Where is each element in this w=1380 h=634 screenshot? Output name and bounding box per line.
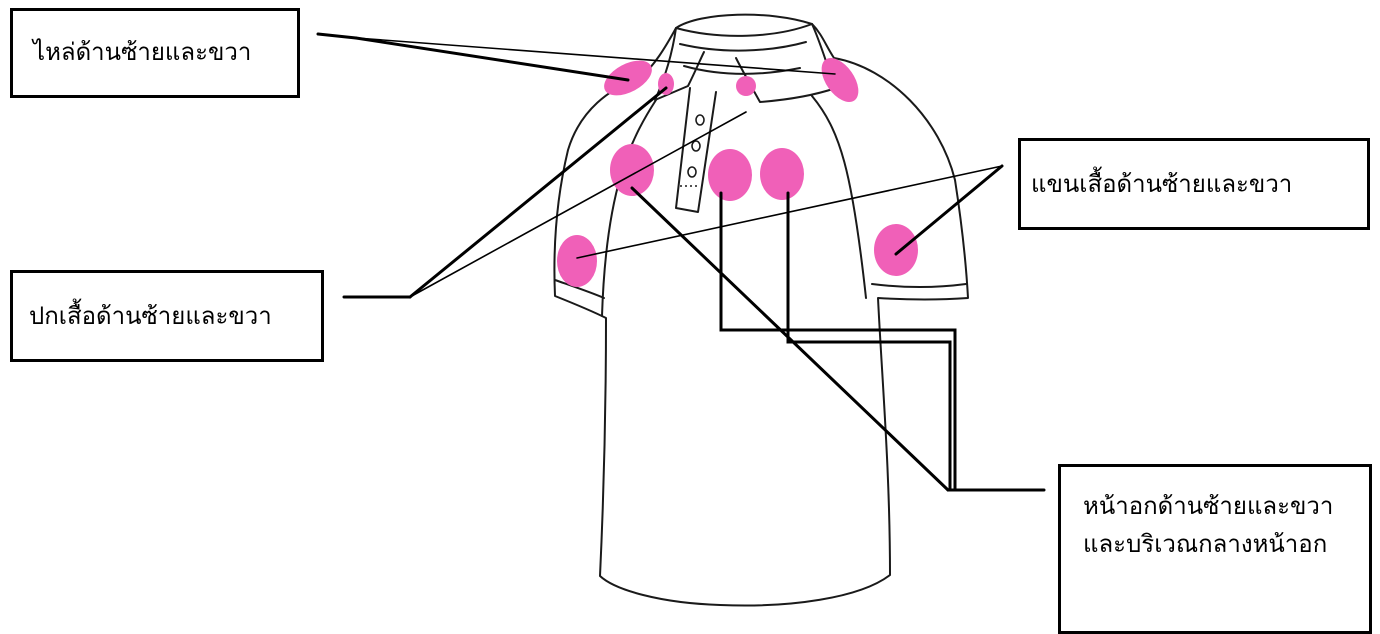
label-collar: ปกเสื้อด้านซ้ายและขวา <box>29 297 321 335</box>
label-sleeve: แขนเสื้อด้านซ้ายและขวา <box>1031 165 1367 203</box>
label-shoulder: ไหล่ด้านซ้ายและขวา <box>33 33 297 71</box>
label-chest-line1: หน้าอกด้านซ้ายและขวา <box>1083 487 1369 525</box>
right-sleeve-hem <box>872 284 966 287</box>
leader-chest-right <box>788 193 950 490</box>
leader-shoulder-left <box>356 38 628 80</box>
button-top <box>696 115 704 125</box>
leader-sleeve-right <box>896 166 1002 254</box>
collar-band <box>676 24 812 51</box>
marker-chest-right <box>760 148 804 200</box>
marker-collar-right <box>736 76 756 96</box>
label-box-chest: หน้าอกด้านซ้ายและขวา และบริเวณกลางหน้าอก <box>1058 464 1372 634</box>
leader-shoulder-right <box>356 38 835 74</box>
label-box-sleeve: แขนเสื้อด้านซ้ายและขวา <box>1018 138 1370 230</box>
label-box-shoulder: ไหล่ด้านซ้ายและขวา <box>10 8 300 98</box>
button-bottom <box>688 167 696 177</box>
marker-sleeve-left <box>557 235 597 287</box>
marker-chest-center <box>708 149 752 201</box>
position-markers <box>557 51 918 287</box>
button-middle <box>692 141 700 151</box>
label-box-collar: ปกเสื้อด้านซ้ายและขวา <box>10 270 324 362</box>
label-chest-line2: และบริเวณกลางหน้าอก <box>1083 525 1369 563</box>
leader-lines <box>318 34 1044 490</box>
leader-shoulder <box>318 34 356 38</box>
placket-buttons <box>688 115 704 177</box>
marker-sleeve-right <box>874 224 918 276</box>
